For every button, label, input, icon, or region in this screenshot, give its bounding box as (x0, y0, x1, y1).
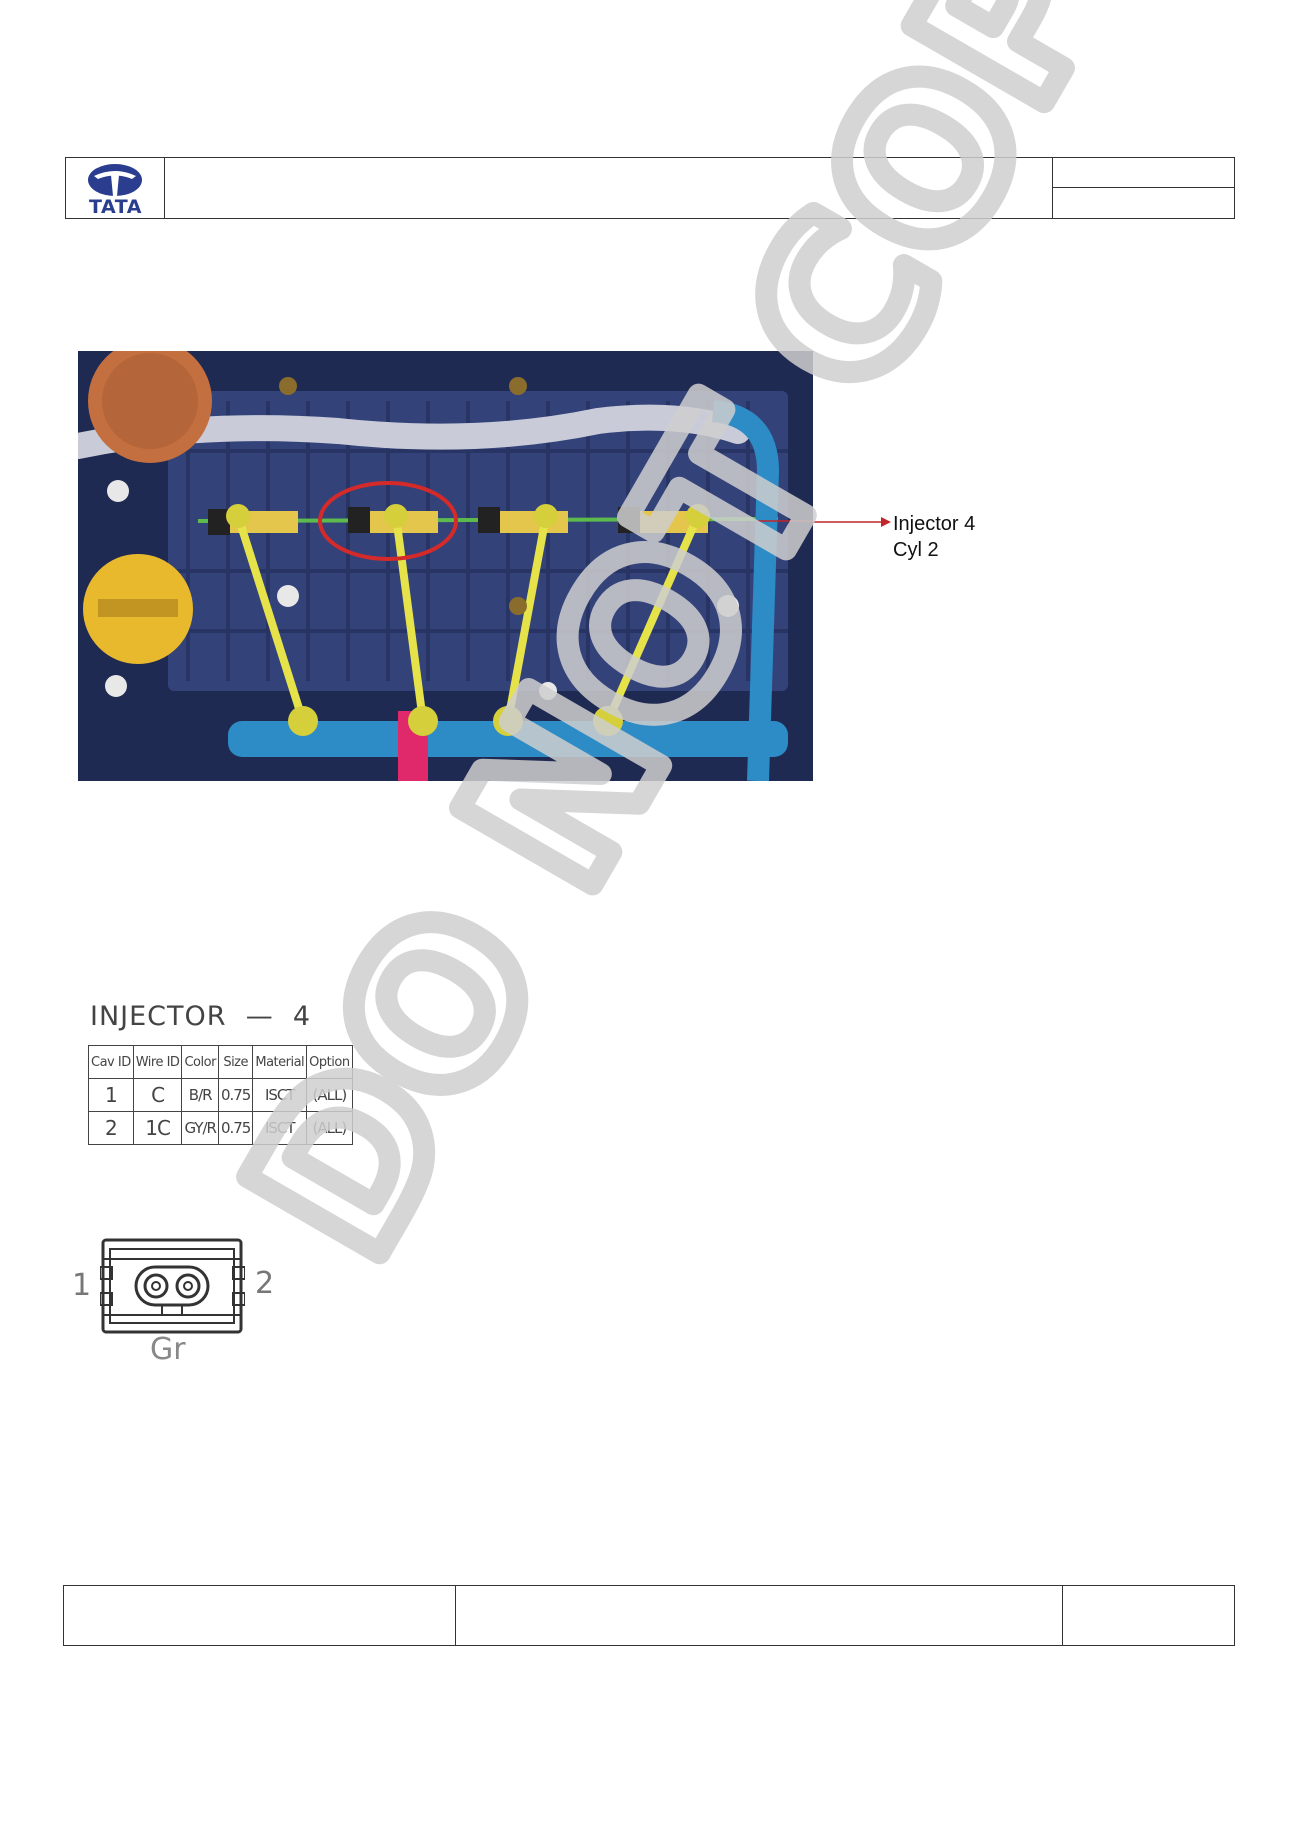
table-header-row: Cav ID Wire ID Color Size Material Optio… (88, 1045, 353, 1079)
logo-cell: TATA (66, 158, 165, 218)
header-right-divider (1053, 187, 1234, 188)
cell: 0.75 (217, 1111, 254, 1145)
cell: (ALL) (306, 1111, 353, 1145)
document-footer (63, 1584, 1235, 1646)
cell: C (132, 1078, 183, 1112)
document-header: TATA (65, 157, 1235, 219)
cell: GY/R (181, 1111, 219, 1145)
callout-line-2: Cyl 2 (893, 539, 939, 561)
callout-arrow-icon (813, 517, 891, 527)
callout-line-1: Injector 4 (893, 513, 976, 535)
connector-table: Cav ID Wire ID Color Size Material Optio… (88, 1045, 353, 1145)
cell: B/R (181, 1078, 219, 1112)
logo-wordmark: TATA (89, 196, 142, 218)
footer-middle-cell (455, 1584, 1063, 1646)
cell: (ALL) (306, 1078, 353, 1112)
injector-callout: Injector 4 Cyl 2 (893, 511, 975, 563)
tata-logo-icon (88, 164, 142, 196)
connector-face-icon (100, 1238, 245, 1334)
cell: ISCT (252, 1111, 308, 1145)
col-cav-id: Cav ID (88, 1045, 134, 1079)
table-row: 2 1C GY/R 0.75 ISCT (ALL) (88, 1111, 353, 1145)
cell: 2 (88, 1111, 134, 1145)
engine-photo (78, 351, 813, 781)
cell: ISCT (252, 1078, 308, 1112)
col-size: Size (217, 1045, 254, 1079)
cell: 1 (88, 1078, 134, 1112)
cell: 0.75 (217, 1078, 254, 1112)
col-option: Option (306, 1045, 353, 1079)
col-material: Material (252, 1045, 308, 1079)
cell: 1C (132, 1111, 183, 1145)
col-color: Color (181, 1045, 219, 1079)
pin-2-label: 2 (255, 1266, 275, 1301)
connector-title: INJECTOR — 4 (90, 1001, 312, 1032)
header-right-cell (1052, 158, 1234, 218)
color-code-label: Gr (150, 1332, 186, 1367)
table-row: 1 C B/R 0.75 ISCT (ALL) (88, 1078, 353, 1112)
pin-1-label: 1 (72, 1268, 92, 1303)
col-wire-id: Wire ID (132, 1045, 183, 1079)
highlight-circle (318, 481, 458, 561)
